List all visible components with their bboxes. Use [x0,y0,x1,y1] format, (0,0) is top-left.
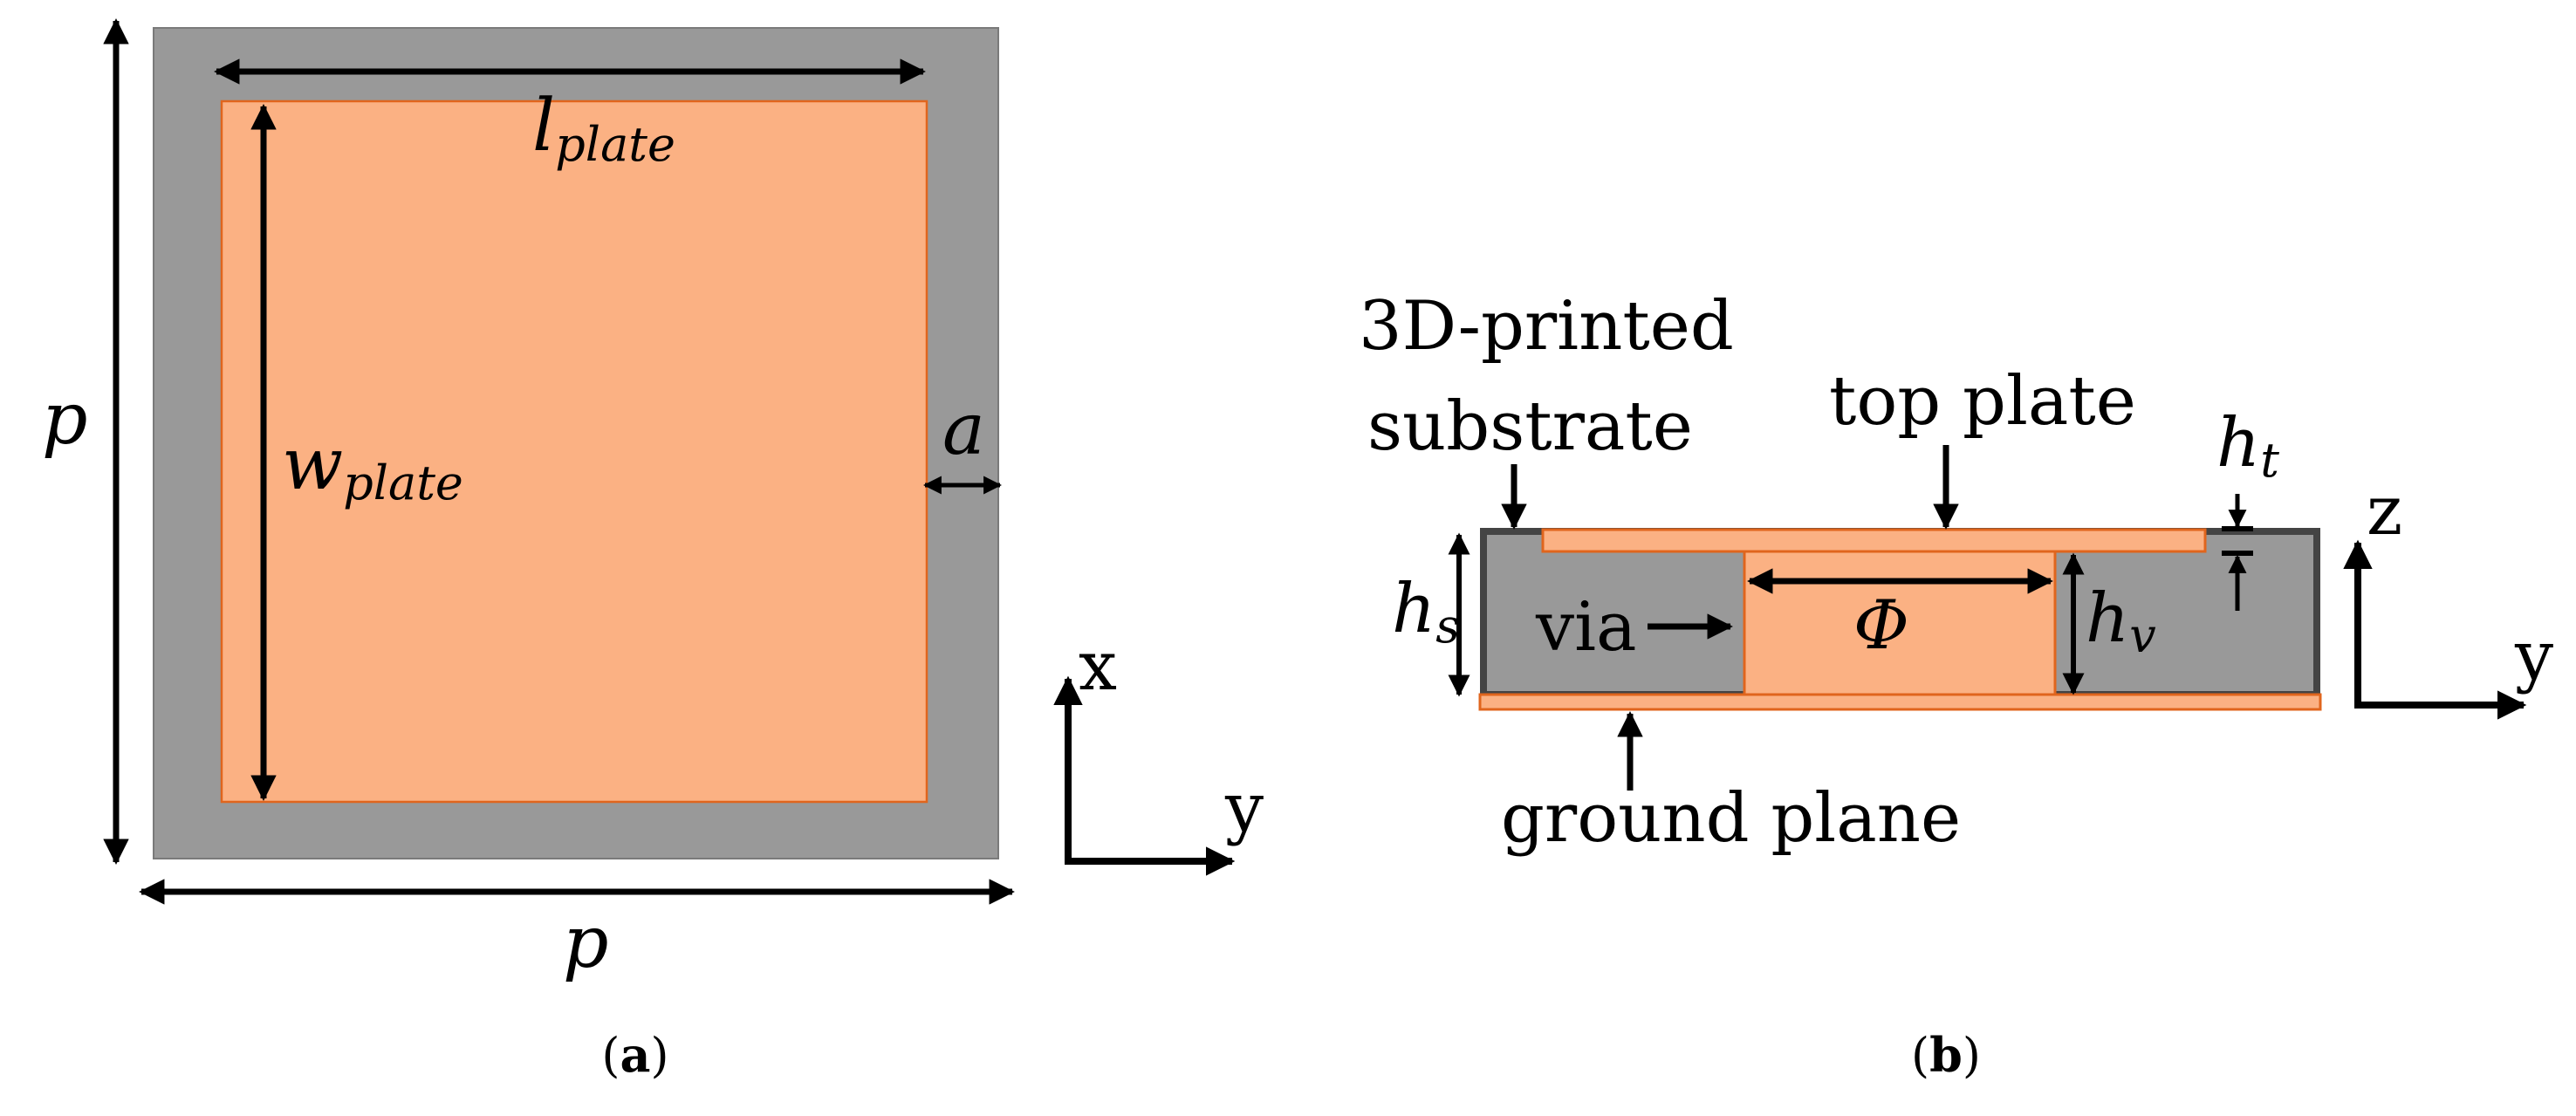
y-axis-label-b: y [2514,617,2553,695]
zy-axes: z y [2343,472,2553,720]
ground-plane [1478,693,2322,711]
x-axis-label: x [1079,627,1117,706]
ht-label: ht [2216,404,2279,488]
p-vertical-label: p [42,378,88,461]
top-plate-label: top plate [1829,362,2136,441]
y-axis-label: y [1224,769,1264,847]
p-horizontal-label: p [563,901,609,984]
ground-plane-label: ground plane [1501,779,1961,858]
w-plate-label: wplate [282,423,463,510]
top-plate-section [1541,528,2207,553]
panel-a-top-view: p p lplate wplate a x y (a) [42,18,1264,1083]
panel-b-cross-section: 3D-printed substrate top plate ground pl… [1359,287,2553,1083]
via-label: via [1535,588,1637,667]
l-plate-label: lplate [532,85,675,172]
xy-axes: x y [1053,627,1264,876]
substrate-label: 3D-printed substrate [1359,287,1756,466]
hv-label: hv [2086,579,2156,663]
phi-label: Φ [1853,586,1909,665]
a-gap-label: a [942,388,985,471]
z-axis-label: z [2367,472,2402,551]
caption-b: (b) [1911,1027,1981,1083]
caption-a: (a) [601,1027,668,1083]
hs-label: hs [1392,570,1460,654]
top-plate [220,99,928,804]
